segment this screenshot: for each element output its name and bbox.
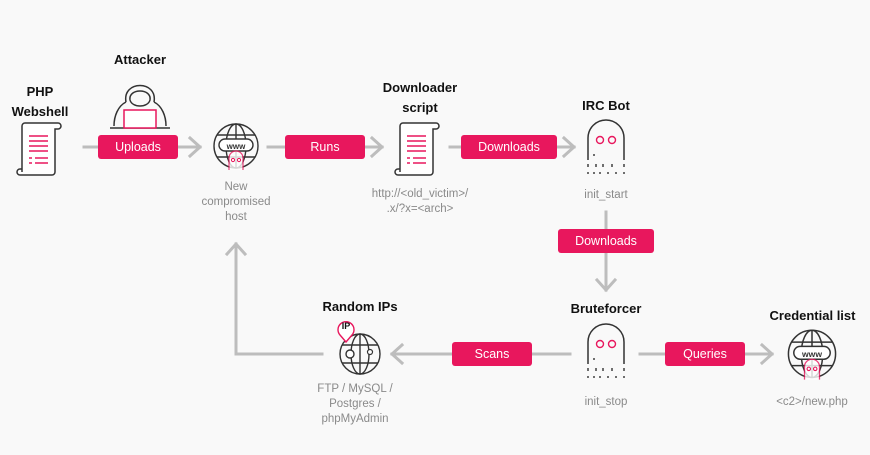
- downloader-caption-line1: http://<old_victim>/: [371, 188, 469, 200]
- credential-list-title: Credential list: [769, 308, 856, 323]
- scroll-document-icon: [394, 122, 440, 176]
- compromised-host-caption-line1: New: [224, 181, 248, 193]
- php-webshell-title: PHP Webshell: [5, 82, 75, 122]
- downloads-2-label: Downloads: [558, 229, 654, 253]
- hooded-hacker-laptop-icon: [110, 84, 170, 129]
- downloader-caption: http://<old_victim>/ .x/?x=<arch>: [355, 187, 485, 217]
- attacker-title: Attacker: [113, 52, 167, 67]
- downloader-title: Downloader script: [365, 78, 475, 118]
- scans-label: Scans: [452, 342, 532, 366]
- bruteforcer-caption: init_stop: [584, 396, 628, 408]
- arrow-downloads-head: [561, 135, 577, 159]
- scroll-document-icon: [16, 122, 62, 176]
- uploads-label: Uploads: [98, 135, 178, 159]
- random-ips-title: Random IPs: [322, 299, 398, 314]
- bruteforcer-title: Bruteforcer: [570, 301, 642, 316]
- arrow-downloads-2-head: [594, 277, 618, 293]
- php-webshell-title-line1: PHP: [26, 84, 54, 99]
- runs-label: Runs: [285, 135, 365, 159]
- irc-bot-title: IRC Bot: [582, 98, 630, 113]
- ghost-icon: [587, 119, 625, 174]
- arrow-loopback-head: [224, 241, 248, 257]
- downloads-label: Downloads: [461, 135, 557, 159]
- random-ips-caption: FTP / MySQL / Postgres / phpMyAdmin: [295, 382, 415, 427]
- php-webshell-title-line2: Webshell: [11, 104, 69, 119]
- credential-list-caption: <c2>/new.php: [776, 396, 848, 408]
- downloader-caption-line2: .x/?x=<arch>: [386, 203, 454, 215]
- arrow-uploads-head: [187, 135, 203, 159]
- svg-text:www: www: [801, 349, 822, 359]
- ip-pin-globe-icon: [337, 321, 381, 375]
- random-ips-caption-line1: FTP / MySQL /: [317, 383, 393, 395]
- arrow-queries-head: [759, 342, 775, 366]
- random-ips-caption-line2: Postgres /: [329, 398, 381, 410]
- random-ips-caption-line3: phpMyAdmin: [321, 413, 389, 425]
- compromised-host-caption: New compromised host: [196, 180, 276, 225]
- downloader-title-line1: Downloader: [382, 80, 458, 95]
- compromised-host-caption-line3: host: [225, 211, 247, 223]
- queries-label: Queries: [665, 342, 745, 366]
- arrow-scans-head: [389, 342, 405, 366]
- irc-bot-caption: init_start: [584, 189, 628, 201]
- downloader-title-line2: script: [402, 100, 438, 115]
- arrow-loopback-line: [234, 242, 324, 356]
- compromised-host-caption-line2: compromised: [201, 196, 271, 208]
- arrow-runs-head: [369, 135, 385, 159]
- ip-pin-label: IP: [341, 321, 351, 331]
- svg-text:www: www: [226, 142, 246, 151]
- ghost-icon: [587, 323, 625, 378]
- www-globe-ghost-icon: www: [787, 329, 837, 380]
- www-globe-ghost-icon: www: [213, 123, 259, 170]
